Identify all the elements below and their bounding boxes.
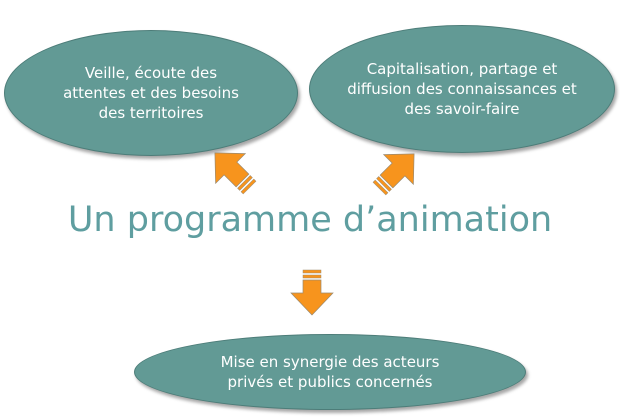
node-text-line: Capitalisation, partage et <box>366 60 558 78</box>
node-text-line: attentes et des besoins <box>63 84 239 102</box>
node-text-line: privés et publics concernés <box>227 373 433 391</box>
node-text-line: des savoir-faire <box>404 100 520 118</box>
arrow-down-icon <box>290 269 334 316</box>
diagram-title: Un programme d’animation <box>67 200 553 240</box>
arrow-up-right-icon <box>372 153 415 196</box>
arrow-up-left-icon <box>214 152 257 195</box>
node-capitalisation: Capitalisation, partage et diffusion des … <box>309 25 615 153</box>
node-text-line: des territoires <box>98 104 204 122</box>
node-text-line: Mise en synergie des acteurs <box>220 353 440 371</box>
node-text-line: Veille, écoute des <box>84 64 218 82</box>
node-text-line: diffusion des connaissances et <box>347 80 577 98</box>
node-synergie: Mise en synergie des acteurs privés et pu… <box>134 334 526 410</box>
node-veille: Veille, écoute des attentes et des besoin… <box>4 30 298 156</box>
